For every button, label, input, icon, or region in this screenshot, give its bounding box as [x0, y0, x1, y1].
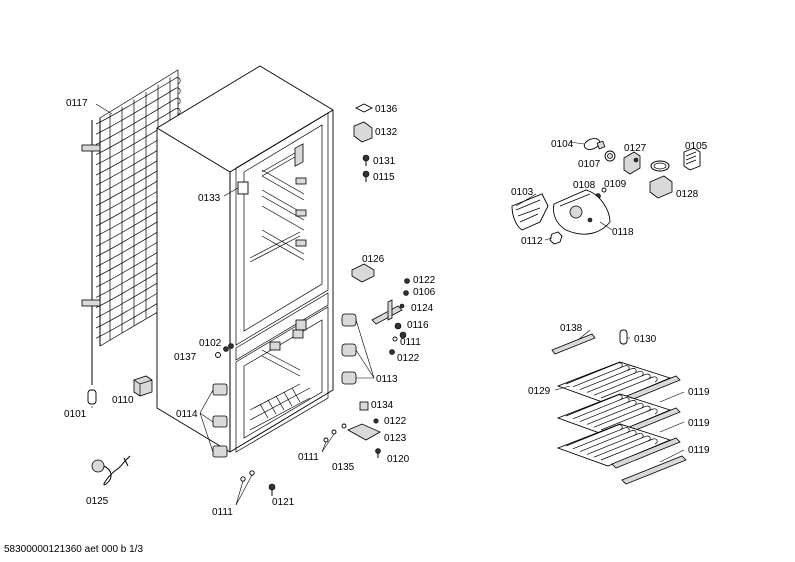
- coil-tube: [95, 97, 181, 145]
- part-0116-0111-0122-screws[interactable]: [389, 322, 407, 355]
- label-0135: 0135: [332, 462, 355, 473]
- label-0134: 0134: [371, 400, 394, 411]
- label-0113: 0113: [376, 374, 398, 385]
- part-0130-cylinder[interactable]: [619, 329, 628, 345]
- label-0125: 0125: [86, 496, 109, 507]
- part-0112-knob[interactable]: [549, 231, 563, 245]
- document-id: 58300000121360 aet 000 b 1/3: [4, 544, 143, 555]
- label-0127: 0127: [624, 143, 647, 154]
- label-0107: 0107: [578, 159, 601, 170]
- part-0128-switch[interactable]: [649, 175, 673, 199]
- part-0137-grommet[interactable]: [215, 352, 221, 358]
- label-0123: 0123: [384, 433, 407, 444]
- label-0120: 0120: [387, 454, 410, 465]
- label-0102: 0102: [199, 338, 222, 349]
- evaporator-plate: [556, 423, 672, 467]
- part-labels: 0117 0101 0110 0125 0133 0102 0137 0114 …: [64, 98, 710, 518]
- part-0118-lamp-housing[interactable]: [553, 189, 611, 235]
- evaporator-plate: [556, 393, 672, 437]
- label-0131: 0131: [373, 156, 396, 167]
- part-0115-screw[interactable]: [362, 170, 370, 182]
- label-0119-a: 0119: [688, 387, 710, 398]
- label-0115: 0115: [373, 172, 395, 183]
- label-0132: 0132: [375, 127, 398, 138]
- label-0104: 0104: [551, 139, 574, 150]
- part-0102-screws[interactable]: [223, 343, 234, 352]
- label-0106: 0106: [413, 287, 436, 298]
- part-0125-power-cord[interactable]: [91, 455, 131, 486]
- cabinet-body[interactable]: [156, 65, 334, 453]
- evaporator-plate: [556, 361, 672, 405]
- label-0122-c: 0122: [384, 416, 407, 427]
- part-0131-screw[interactable]: [362, 154, 370, 166]
- part-0120-screw[interactable]: [375, 448, 381, 459]
- label-0129: 0129: [528, 386, 551, 397]
- label-0128: 0128: [676, 189, 699, 200]
- label-0101: 0101: [64, 409, 87, 420]
- label-0109: 0109: [604, 179, 627, 190]
- part-0127-thermostat[interactable]: [623, 151, 641, 175]
- part-0111-feet-left[interactable]: [240, 470, 255, 482]
- part-0134-clip[interactable]: [359, 401, 369, 411]
- part-0105-bracket[interactable]: [683, 147, 701, 171]
- label-0112: 0112: [521, 236, 543, 247]
- label-0121: 0121: [272, 497, 295, 508]
- coil-tube: [95, 77, 181, 125]
- part-0101-sensor[interactable]: [87, 389, 97, 405]
- label-0108: 0108: [573, 180, 596, 191]
- label-0119-c: 0119: [688, 445, 710, 456]
- part-0126-holder[interactable]: [351, 263, 375, 283]
- part-0123-plate[interactable]: [347, 423, 381, 441]
- coil-tube: [95, 107, 181, 155]
- label-0136: 0136: [375, 104, 398, 115]
- part-0103-lamp-cover[interactable]: [511, 193, 549, 231]
- label-0117: 0117: [66, 98, 88, 109]
- part-0121-screw[interactable]: [268, 483, 276, 496]
- part-0129-evaporator-plates[interactable]: [556, 361, 687, 485]
- label-0130: 0130: [634, 334, 657, 345]
- part-0113-hinge-caps[interactable]: [341, 313, 357, 385]
- leader-lines: [91, 103, 685, 506]
- part-0132-bracket[interactable]: [353, 121, 373, 143]
- label-0119-b: 0119: [688, 418, 710, 429]
- part-0135-0111-feet[interactable]: [323, 423, 347, 443]
- label-0116: 0116: [407, 320, 429, 331]
- part-0122-0106-fasteners[interactable]: [399, 278, 410, 309]
- label-0118: 0118: [612, 227, 634, 238]
- part-0110-clip[interactable]: [133, 375, 153, 397]
- label-0122-b: 0122: [397, 353, 420, 364]
- evaporator-tube: [600, 438, 658, 461]
- label-0126: 0126: [362, 254, 385, 265]
- part-0138-tube[interactable]: [551, 333, 596, 355]
- label-0111-c: 0111: [400, 337, 421, 348]
- coil-tube: [95, 87, 181, 135]
- label-0105: 0105: [685, 141, 708, 152]
- label-0137: 0137: [174, 352, 197, 363]
- label-0111-a: 0111: [212, 507, 233, 518]
- label-0111-b: 0111: [298, 452, 319, 463]
- label-0103: 0103: [511, 187, 534, 198]
- label-0138: 0138: [560, 323, 583, 334]
- label-0110: 0110: [112, 395, 134, 406]
- part-0114-hinge-covers[interactable]: [212, 383, 228, 458]
- part-0122-screw-lower[interactable]: [373, 418, 379, 424]
- label-0122-a: 0122: [413, 275, 436, 286]
- part-0107-socket[interactable]: [604, 150, 616, 162]
- label-0114: 0114: [176, 409, 198, 420]
- part-0124-hinge-bracket[interactable]: [371, 299, 403, 325]
- part-0104-bulb[interactable]: [583, 137, 606, 152]
- label-0124: 0124: [411, 303, 434, 314]
- part-0136-cap[interactable]: [354, 103, 374, 113]
- label-0133: 0133: [198, 193, 221, 204]
- evaporator-tube: [600, 408, 658, 431]
- part-ring[interactable]: [650, 160, 670, 172]
- evaporator-rail: [611, 437, 681, 469]
- evaporator-tube: [600, 376, 658, 399]
